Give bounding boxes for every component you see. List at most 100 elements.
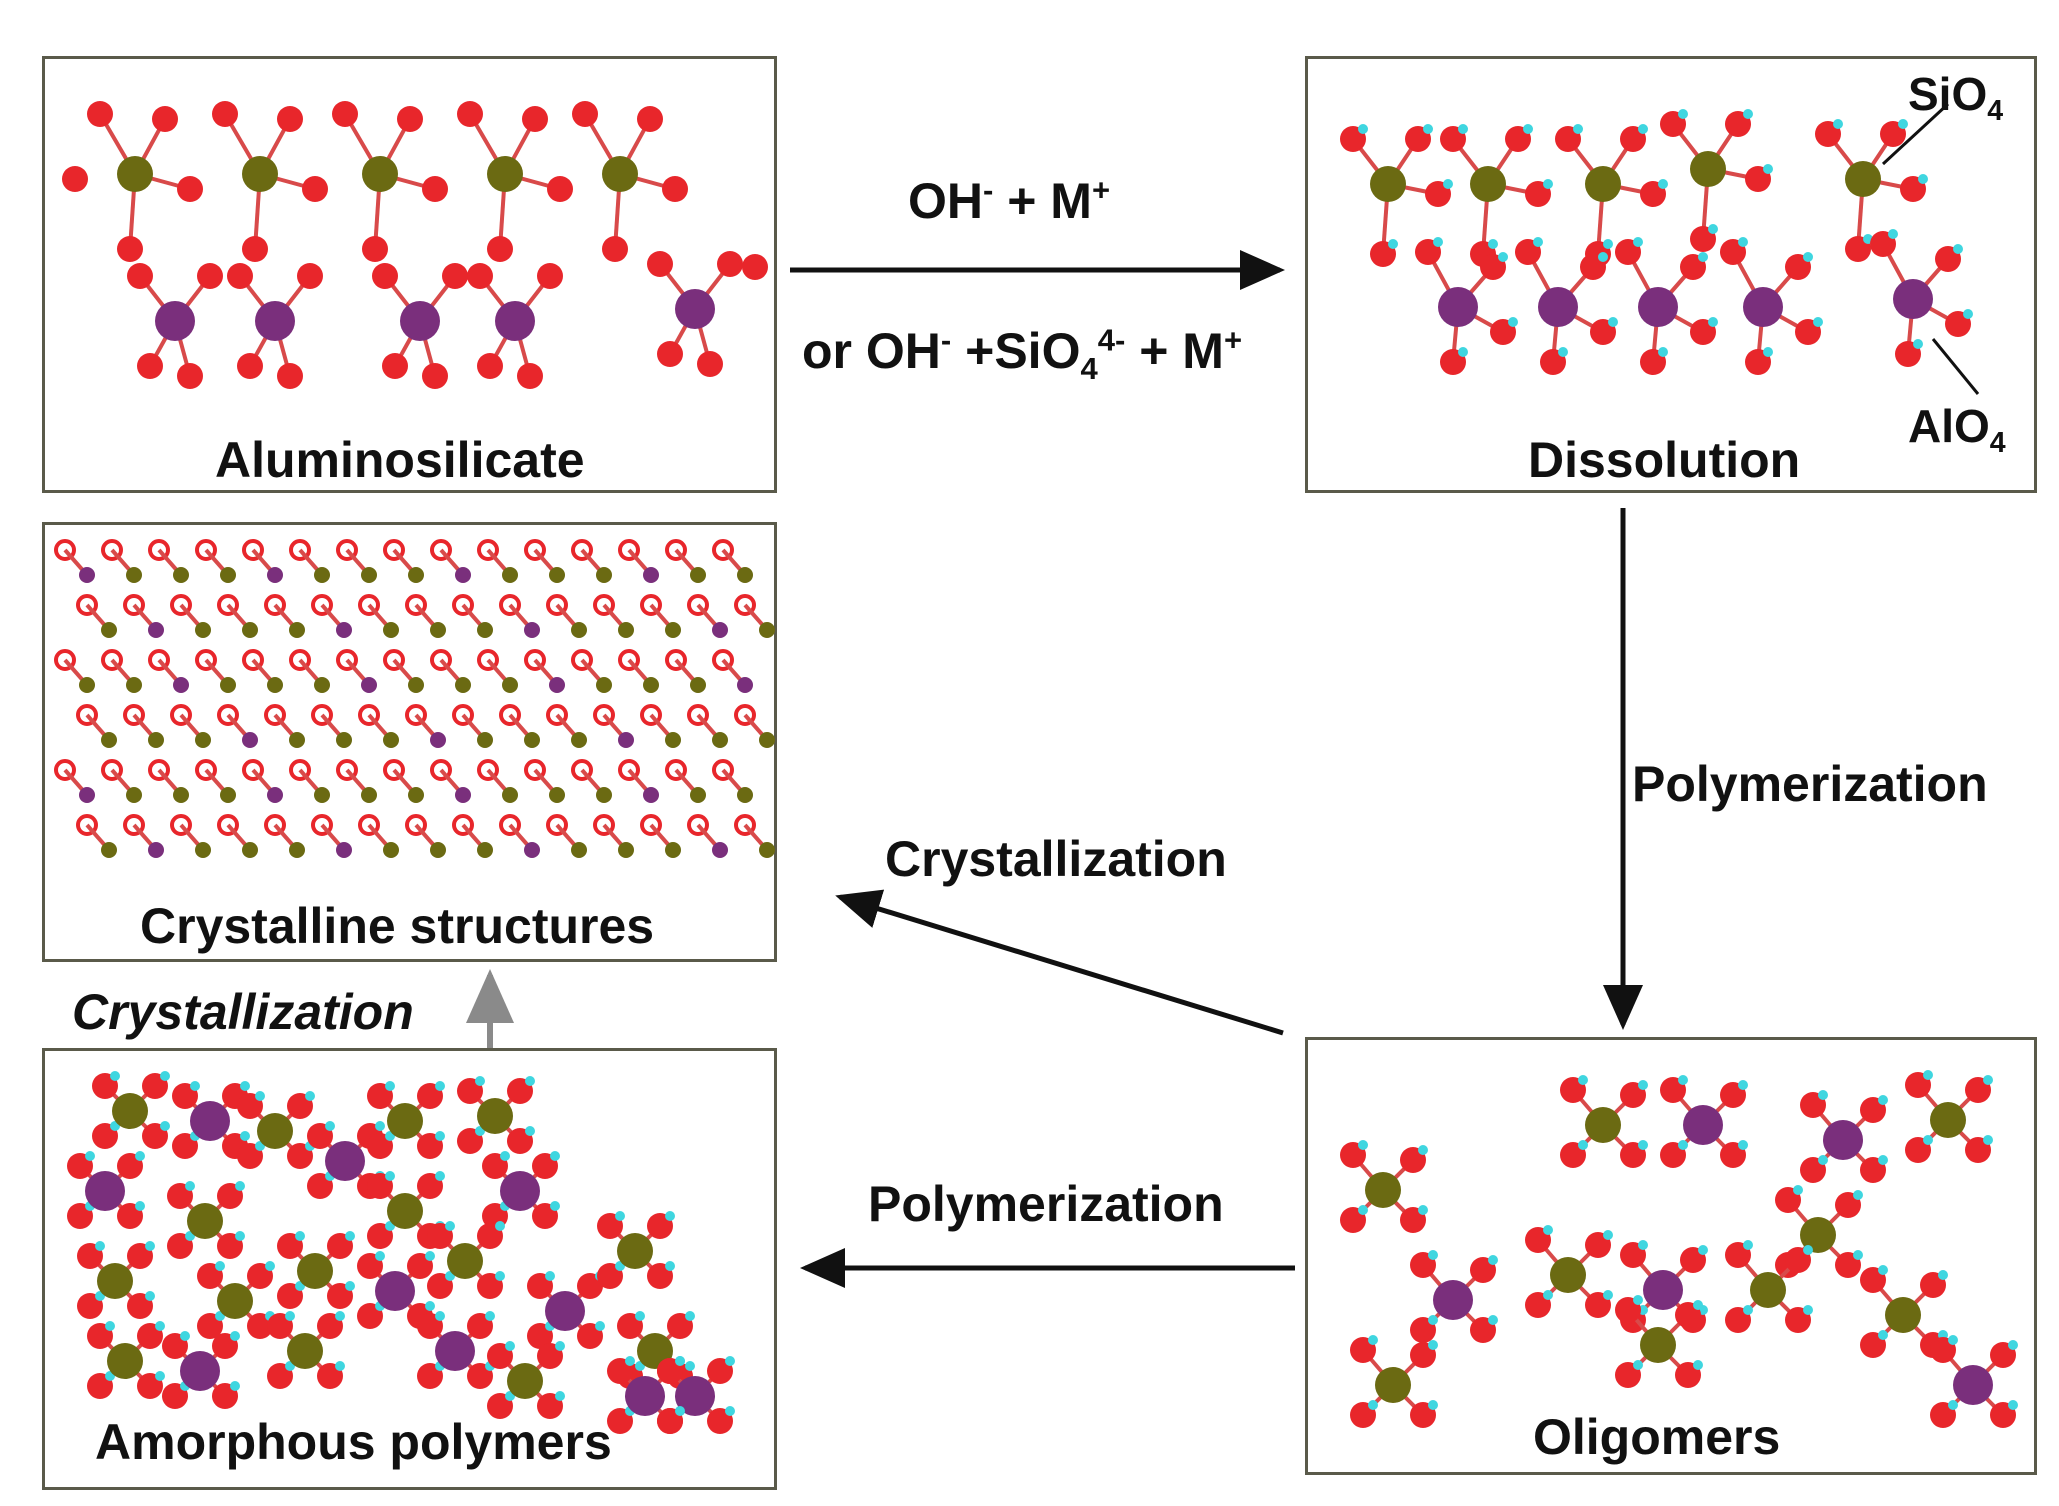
hydrogen-atom (1963, 309, 1973, 319)
hydrogen-atom (1598, 252, 1608, 262)
silicon-atom (297, 1253, 333, 1289)
hydrogen-atom (665, 1211, 675, 1221)
hydrogen-atom (435, 1311, 445, 1321)
silicon-atom (643, 677, 659, 693)
silicon-atom (447, 1243, 483, 1279)
oxygen-ring (405, 814, 427, 836)
silicon-atom (477, 842, 493, 858)
oxygen-ring (217, 594, 239, 616)
oxygen-atom (697, 351, 723, 377)
hydrogen-atom (180, 1331, 190, 1341)
hydrogen-atom (1488, 239, 1498, 249)
hydrogen-atom (1508, 317, 1518, 327)
silicon-atom (690, 567, 706, 583)
aluminum-atom (85, 1171, 125, 1211)
oxygen-ring (593, 594, 615, 616)
hydrogen-atom (525, 1076, 535, 1086)
oxygen-atom (87, 101, 113, 127)
silicon-atom (126, 677, 142, 693)
hydrogen-atom (1358, 1205, 1368, 1215)
oxygen-ring (499, 814, 521, 836)
oxygen-ring (524, 759, 546, 781)
silicon-atom (287, 1333, 323, 1369)
silicon-atom (477, 732, 493, 748)
oxygen-atom (212, 101, 238, 127)
hydrogen-atom (345, 1281, 355, 1291)
oxygen-ring (452, 704, 474, 726)
silicon-atom (220, 677, 236, 693)
hydrogen-atom (550, 1201, 560, 1211)
oxygen-atom (442, 263, 468, 289)
oxygen-ring (571, 649, 593, 671)
silicon-atom (524, 732, 540, 748)
aluminum-atom (79, 567, 95, 583)
silicon-atom (1585, 166, 1621, 202)
oxygen-ring (712, 759, 734, 781)
aluminum-atom (242, 732, 258, 748)
silicon-atom (314, 567, 330, 583)
oxygen-ring (54, 649, 76, 671)
hydrogen-atom (155, 1371, 165, 1381)
oligomers-molecule (1340, 1070, 2018, 1428)
aluminum-atom (255, 301, 295, 341)
oxygen-ring (148, 539, 170, 561)
hydrogen-atom (495, 1221, 505, 1231)
hydrogen-atom (1638, 124, 1648, 134)
hydrogen-atom (190, 1081, 200, 1091)
silicon-atom (1375, 1367, 1411, 1403)
amorphous-network (67, 1071, 735, 1434)
silicon-atom (1470, 166, 1506, 202)
silicon-atom (1930, 1102, 1966, 1138)
oxygen-ring (264, 594, 286, 616)
aluminum-atom (155, 301, 195, 341)
hydrogen-atom (625, 1356, 635, 1366)
silicon-atom (487, 156, 523, 192)
hydrogen-atom (1763, 347, 1773, 357)
hydrogen-atom (435, 1131, 445, 1141)
oxygen-ring (712, 649, 734, 671)
aluminum-atom (400, 301, 440, 341)
silicon-atom (408, 567, 424, 583)
oxygen-ring (665, 539, 687, 561)
hydrogen-atom (1913, 339, 1923, 349)
silicon-atom (289, 622, 305, 638)
hydrogen-atom (1833, 119, 1843, 129)
oxygen-atom (602, 236, 628, 262)
oxygen-ring (148, 649, 170, 671)
oxygen-ring (195, 649, 217, 671)
oxygen-atom (117, 236, 143, 262)
silicon-atom (242, 622, 258, 638)
hydrogen-atom (1898, 119, 1908, 129)
silicon-atom (408, 677, 424, 693)
silicon-atom (1365, 1172, 1401, 1208)
silicon-atom (737, 567, 753, 583)
hydrogen-atom (1523, 124, 1533, 134)
silicon-atom (101, 732, 117, 748)
oxygen-atom (717, 251, 743, 277)
silicon-atom (665, 842, 681, 858)
aluminum-atom (500, 1171, 540, 1211)
silicon-atom (571, 842, 587, 858)
aluminum-atom (180, 1351, 220, 1391)
aluminum-atom (190, 1101, 230, 1141)
aluminum-atom (643, 567, 659, 583)
hydrogen-atom (1878, 1265, 1888, 1275)
hydrogen-atom (1803, 1245, 1813, 1255)
hydrogen-atom (725, 1406, 735, 1416)
oxygen-atom (197, 263, 223, 289)
aluminum-atom (455, 567, 471, 583)
hydrogen-atom (445, 1221, 455, 1231)
silicon-atom (430, 842, 446, 858)
hydrogen-atom (1658, 179, 1668, 189)
oxygen-ring (383, 649, 405, 671)
hydrogen-atom (1693, 1300, 1703, 1310)
reagents-line-2: or OH- +SiO44- + M+ (802, 322, 1243, 386)
hydrogen-atom (375, 1251, 385, 1261)
oxygen-ring (289, 539, 311, 561)
hydrogen-atom (725, 1356, 735, 1366)
hydrogen-atom (1878, 1095, 1888, 1105)
silicon-atom (1885, 1297, 1921, 1333)
dissolution-panel: Dissolution SiO4 AlO4 (1305, 56, 2037, 493)
hydrogen-atom (185, 1181, 195, 1191)
hydrogen-atom (2008, 1340, 2018, 1350)
